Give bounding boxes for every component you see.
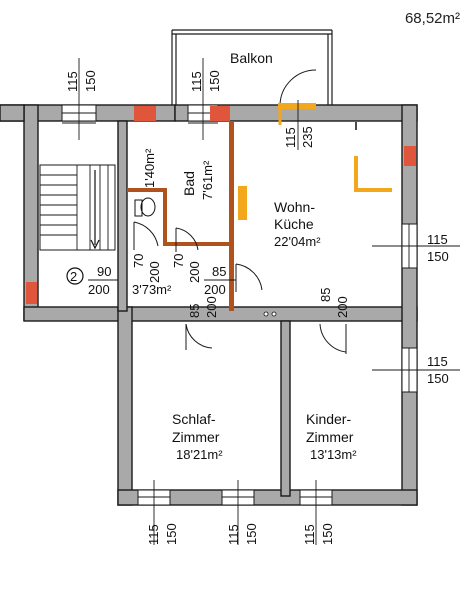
dim-wc-70: 70 [131,254,146,268]
dim-kinderdoor-200: 200 [335,296,350,318]
toilet [140,197,156,217]
dim-bottom3-115: 115 [302,524,317,545]
dim-bathdoor-70: 70 [171,254,186,268]
dim-wc-200: 200 [147,261,162,283]
dim-bottom3-150: 150 [320,523,335,545]
dim-door-90: 90 [97,264,111,279]
label-bad: Bad [181,171,197,196]
dim-balcony-115: 115 [283,127,298,148]
label-bad-area: 7'61m² [200,160,215,200]
wall-stair-bath [117,120,128,312]
partition-wc-top [127,188,167,192]
label-wohn-area: 22'04m² [274,234,321,249]
dim-right2-115: 115 [427,354,448,369]
dim-balcony-235: 235 [300,126,315,148]
label-flur-area: 3'73m² [132,282,172,297]
label-balkon: Balkon [230,50,273,66]
label-kinder-zimmer: Zimmer [306,429,354,445]
kitchen-counter [238,186,247,220]
label-wohn: Wohn- [274,199,315,215]
stair-number-circle [66,267,84,285]
door-swings [133,221,347,354]
label-schlaf-area: 18'21m² [176,447,223,462]
label-kueche: Küche [274,216,314,232]
dim-kitchendoor-85: 85 [212,264,226,279]
label-bath-dim: 1'40m² [142,148,157,188]
dimension-lines [62,58,460,545]
partition-flur-top [167,242,229,246]
dim-right-115: 115 [427,232,448,247]
kitchen-unit [354,156,392,192]
staircase [39,164,116,251]
chimney-2 [210,106,230,121]
chimney-1 [134,106,156,121]
balcony-door-threshold [278,103,316,109]
dim-kitchendoor-200: 200 [204,282,226,297]
dim-bottom1-150: 150 [164,523,179,545]
dim-bottom2-150: 150 [244,523,259,545]
label-kinder: Kinder- [306,411,351,427]
wall-middle [23,306,418,322]
label-schlaf: Schlaf- [172,411,216,427]
balcony [171,29,333,105]
dim-stair-115: 115 [65,71,80,92]
chimney-3 [404,146,416,166]
dim-schlafdoor-85: 85 [187,304,202,318]
dim-kinderdoor-85: 85 [318,288,333,302]
wall-left-lower [117,306,133,506]
dim-bath-150: 150 [207,70,222,92]
dim-right2-150: 150 [427,371,449,386]
chimney-4 [26,282,37,304]
partition-wc-side [163,188,167,246]
dim-bath-115: 115 [189,71,204,92]
label-stair-no: 2 [70,269,77,284]
dim-bottom2-115: 115 [226,524,241,545]
dim-bottom1-115: 115 [146,524,161,545]
dim-right-150: 150 [427,249,449,264]
dim-bathdoor-200: 200 [187,261,202,283]
wall-bottom [117,489,418,506]
wall-bedroom-divider [280,320,291,497]
dim-door-200-a: 200 [88,282,110,297]
dim-schlafdoor-200: 200 [204,296,219,318]
label-kinder-area: 13'13m² [310,447,357,462]
wall-left-tab [0,104,25,122]
dim-stair-150: 150 [83,70,98,92]
label-schlaf-zimmer: Zimmer [172,429,220,445]
partition-bath-kitchen [229,121,234,311]
total-area: 68,52m² [404,10,460,27]
